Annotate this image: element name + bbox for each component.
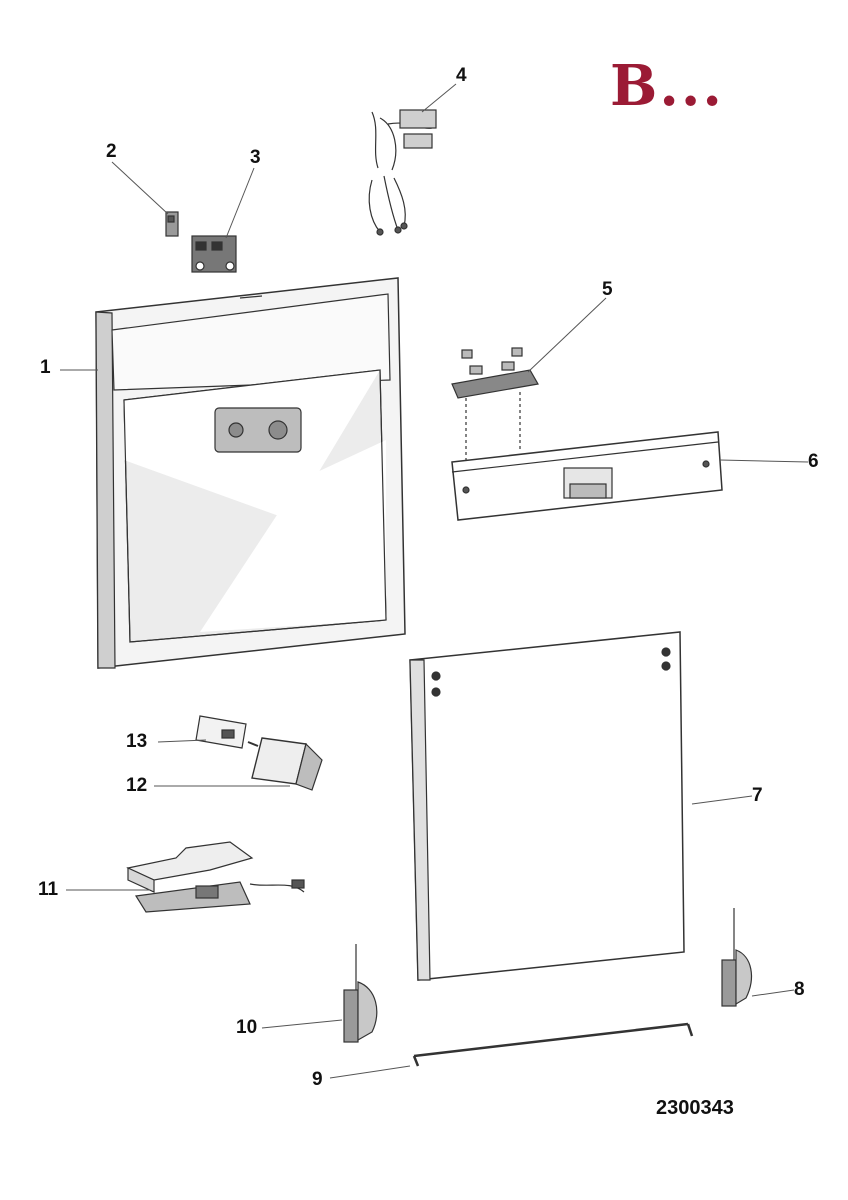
drawing-number: 2300343 (656, 1097, 734, 1119)
part-11-electronic-board (126, 841, 305, 913)
callout-4: 4 (456, 65, 467, 86)
callout-6: 6 (808, 451, 819, 472)
part-4-wiring-harness (368, 109, 437, 236)
part-6-control-panel (451, 431, 723, 521)
part-5-control-bracket (451, 347, 539, 460)
callout-12: 12 (126, 775, 148, 796)
callout-11: 11 (38, 879, 59, 900)
callout-1: 1 (40, 357, 51, 378)
leader-lines (60, 83, 809, 1079)
part-1-inner-door-panel (95, 277, 406, 669)
callout-10: 10 (236, 1017, 258, 1038)
part-9-rod (412, 1022, 694, 1067)
callout-9: 9 (312, 1069, 323, 1090)
callout-2: 2 (106, 141, 117, 162)
callout-3: 3 (250, 147, 261, 168)
callout-13: 13 (126, 731, 148, 752)
part-8-right-hinge (721, 908, 753, 1007)
callout-5: 5 (602, 279, 613, 300)
part-3-door-lock (191, 235, 237, 273)
part-12-module-box (251, 737, 323, 791)
part-10-left-hinge (343, 944, 378, 1043)
callout-8: 8 (794, 979, 805, 1000)
callout-7: 7 (752, 785, 763, 806)
section-mark: B... (610, 53, 724, 119)
part-7-outer-door-panel (409, 631, 685, 981)
part-2-latch (165, 211, 179, 237)
part-13-cover-plate (195, 715, 259, 749)
